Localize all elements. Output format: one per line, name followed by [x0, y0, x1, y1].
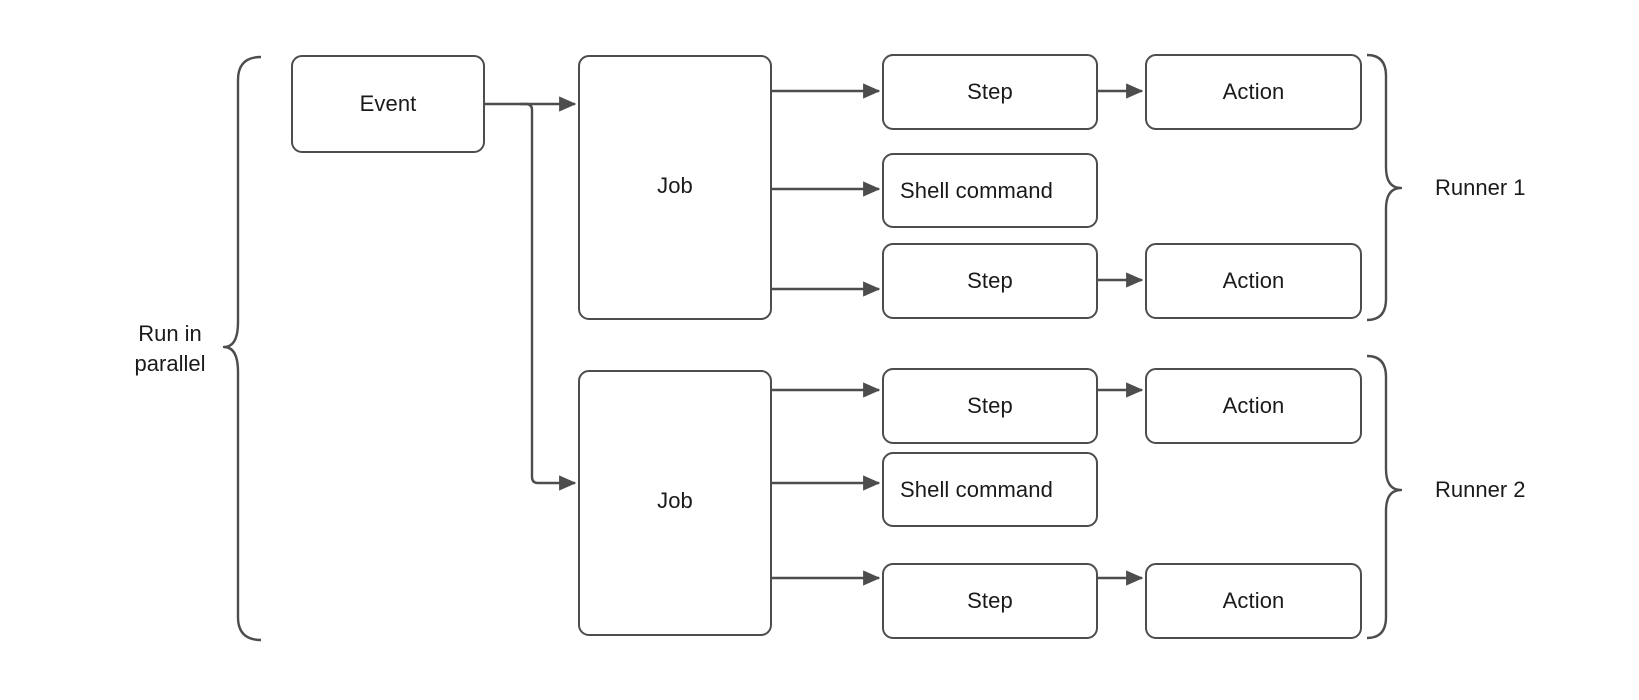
node-step-2-1-label: Step: [967, 393, 1013, 419]
node-action-1-1-label: Action: [1222, 79, 1285, 105]
node-action-1-2-label: Action: [1222, 268, 1285, 294]
node-step-1-1[interactable]: Step: [882, 54, 1098, 130]
node-action-2-1-label: Action: [1222, 393, 1285, 419]
connector-event-to-job-2: [520, 102, 577, 491]
node-shell-command-1[interactable]: Shell command: [882, 153, 1098, 228]
node-step-1-1-label: Step: [967, 79, 1013, 105]
label-runner-1: Runner 1: [1435, 175, 1526, 200]
node-action-1-1[interactable]: Action: [1145, 54, 1362, 130]
node-job-1-label: Job: [657, 173, 693, 198]
node-shell-command-1-label: Shell command: [900, 177, 1053, 203]
brace-run-in-parallel: [222, 55, 262, 642]
node-action-2-1[interactable]: Action: [1145, 368, 1362, 444]
node-action-1-2[interactable]: Action: [1145, 243, 1362, 319]
node-step-2-2-label: Step: [967, 588, 1013, 614]
label-run-in-parallel: Run in parallel: [134, 321, 206, 376]
node-action-2-2-label: Action: [1222, 588, 1285, 614]
node-job-1[interactable]: Job: [578, 55, 772, 320]
node-action-2-2[interactable]: Action: [1145, 563, 1362, 639]
node-job-2-label: Job: [657, 488, 693, 513]
node-job-2[interactable]: Job: [578, 370, 772, 636]
node-event[interactable]: Event: [291, 55, 485, 153]
node-shell-command-2[interactable]: Shell command: [882, 452, 1098, 527]
label-runner-2: Runner 2: [1435, 477, 1526, 502]
node-step-1-2[interactable]: Step: [882, 243, 1098, 319]
brace-runner-2: [1366, 354, 1403, 640]
node-step-1-2-label: Step: [967, 268, 1013, 294]
node-shell-command-2-label: Shell command: [900, 476, 1053, 502]
node-step-2-1[interactable]: Step: [882, 368, 1098, 444]
node-event-label: Event: [359, 91, 417, 117]
node-step-2-2[interactable]: Step: [882, 563, 1098, 639]
brace-runner-1: [1366, 53, 1403, 322]
